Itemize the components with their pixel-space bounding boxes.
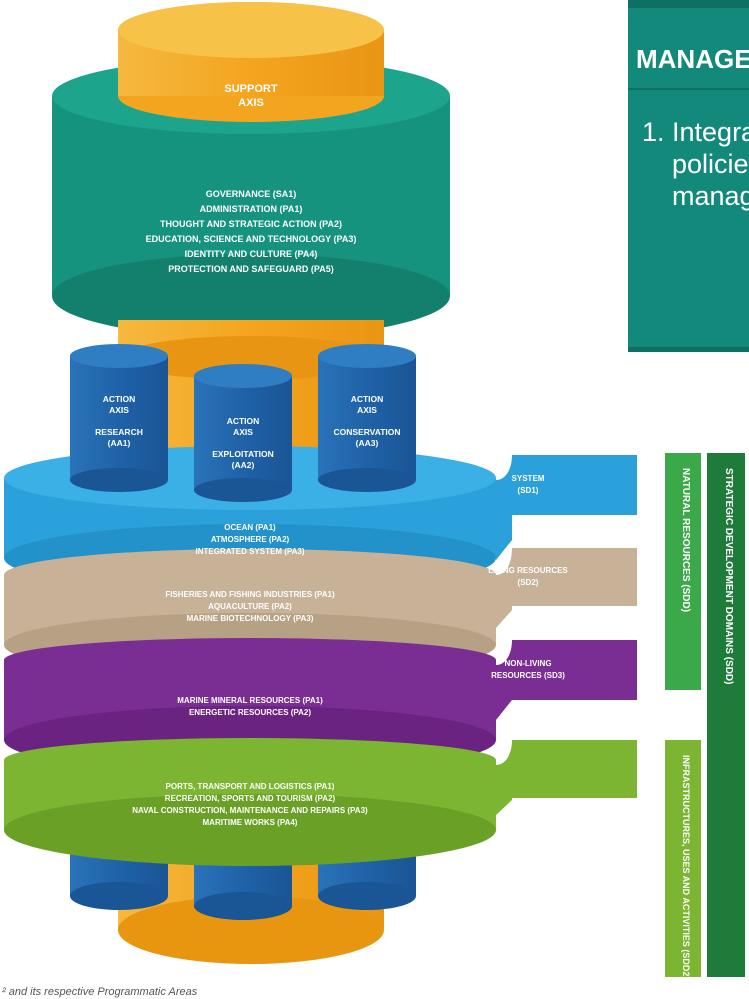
action-axis-line: AXIS xyxy=(357,405,377,415)
tab-label-system: (SD1) xyxy=(518,486,539,495)
tab-infrastructure xyxy=(496,740,637,815)
support-item: ADMINISTRATION (PA1) xyxy=(200,204,303,214)
band-item-living: FISHERIES AND FISHING INDUSTRIES (PA1) xyxy=(165,590,335,599)
action-axis-line: ACTION xyxy=(227,416,260,426)
tabs-text: SYSTEM (SD1) LIVING RESOURCES (SD2) NON-LIVI… xyxy=(488,474,568,680)
band-item-ocean: INTEGRATED SYSTEM (PA3) xyxy=(195,547,304,556)
figure-caption: ² and its respective Programmatic Areas xyxy=(2,986,198,998)
bar-strategic-domains xyxy=(707,453,745,977)
band-item-living: MARINE BIOTECHNOLOGY (PA3) xyxy=(187,614,314,623)
panel-divider xyxy=(628,88,749,90)
action-axes-text: ACTIONAXISRESEARCH(AA1)ACTIONAXISEXPLOIT… xyxy=(95,394,400,470)
vertical-label-strategic: STRATEGIC DEVELOPMENT DOMAINS (SDD) xyxy=(723,468,734,684)
band-item-infra: RECREATION, SPORTS AND TOURISM (PA2) xyxy=(165,794,336,803)
tab-label-nonliving: NON-LIVING xyxy=(504,659,551,668)
action-axis-line: CONSERVATION xyxy=(333,427,400,437)
bands-text: OCEAN (PA1) ATMOSPHERE (PA2) INTEGRATED SY… xyxy=(132,523,368,827)
tab-living-resources xyxy=(496,548,637,628)
band-item-infra: NAVAL CONSTRUCTION, MAINTENANCE AND REPA… xyxy=(132,806,368,815)
action-axis-line: EXPLOITATION xyxy=(212,449,274,459)
panel-line: manag xyxy=(672,181,749,211)
action-axis-line: (AA1) xyxy=(108,438,131,448)
band-item-ocean: OCEAN (PA1) xyxy=(224,523,276,532)
support-title-line: AXIS xyxy=(238,97,264,109)
support-band xyxy=(52,2,450,338)
tab-non-living-resources xyxy=(496,640,637,720)
tab-label-nonliving: RESOURCES (SD3) xyxy=(491,671,565,680)
band-infrastructure xyxy=(4,738,496,866)
support-item: PROTECTION AND SAFEGUARD (PA5) xyxy=(168,264,334,274)
band-item-ocean: ATMOSPHERE (PA2) xyxy=(211,535,290,544)
support-item: IDENTITY AND CULTURE (PA4) xyxy=(185,249,318,259)
tab-label-system: SYSTEM xyxy=(512,474,545,483)
action-axis-line: ACTION xyxy=(103,394,136,404)
band-item-infra: MARITIME WORKS (PA4) xyxy=(203,818,298,827)
bar-infrastructures xyxy=(665,740,701,977)
support-text: SUPPORT AXIS GOVERNANCE (SA1) ADMINISTRATIO… xyxy=(146,83,357,274)
band-item-nonliving: MARINE MINERAL RESOURCES (PA1) xyxy=(177,696,323,705)
support-title-line: SUPPORT xyxy=(224,83,277,95)
band-item-nonliving: ENERGETIC RESOURCES (PA2) xyxy=(189,708,311,717)
panel-line: policies xyxy=(672,149,749,179)
management-panel: MANAGE 1. Integra policies manag xyxy=(628,0,749,352)
tab-label-living: (SD2) xyxy=(518,578,539,587)
panel-line: 1. Integra xyxy=(642,117,749,147)
band-item-living: AQUACULTURE (PA2) xyxy=(208,602,292,611)
vertical-label-natural: NATURAL RESOURCES (SDD) xyxy=(680,468,691,612)
support-item: THOUGHT AND STRATEGIC ACTION (PA2) xyxy=(160,219,342,229)
panel-title: MANAGE xyxy=(636,44,749,74)
action-axis-line: AXIS xyxy=(109,405,129,415)
action-axis-line: AXIS xyxy=(233,427,253,437)
action-axis-line: RESEARCH xyxy=(95,427,143,437)
support-item: EDUCATION, SCIENCE AND TECHNOLOGY (PA3) xyxy=(146,234,357,244)
action-axis-line: (AA3) xyxy=(356,438,379,448)
panel-text: 1. Integra policies manag xyxy=(642,116,749,212)
tab-system xyxy=(496,455,637,560)
tab-label-living: LIVING RESOURCES xyxy=(488,566,568,575)
action-axis-line: ACTION xyxy=(351,394,384,404)
support-item: GOVERNANCE (SA1) xyxy=(206,189,297,199)
action-axis-line: (AA2) xyxy=(232,460,255,470)
band-item-infra: PORTS, TRANSPORT AND LOGISTICS (PA1) xyxy=(166,782,335,791)
bar-natural-resources xyxy=(665,453,701,690)
vertical-label-infrastructures: INFRASTRUCTURES, USES AND ACTIVITIES (SD… xyxy=(681,755,691,979)
